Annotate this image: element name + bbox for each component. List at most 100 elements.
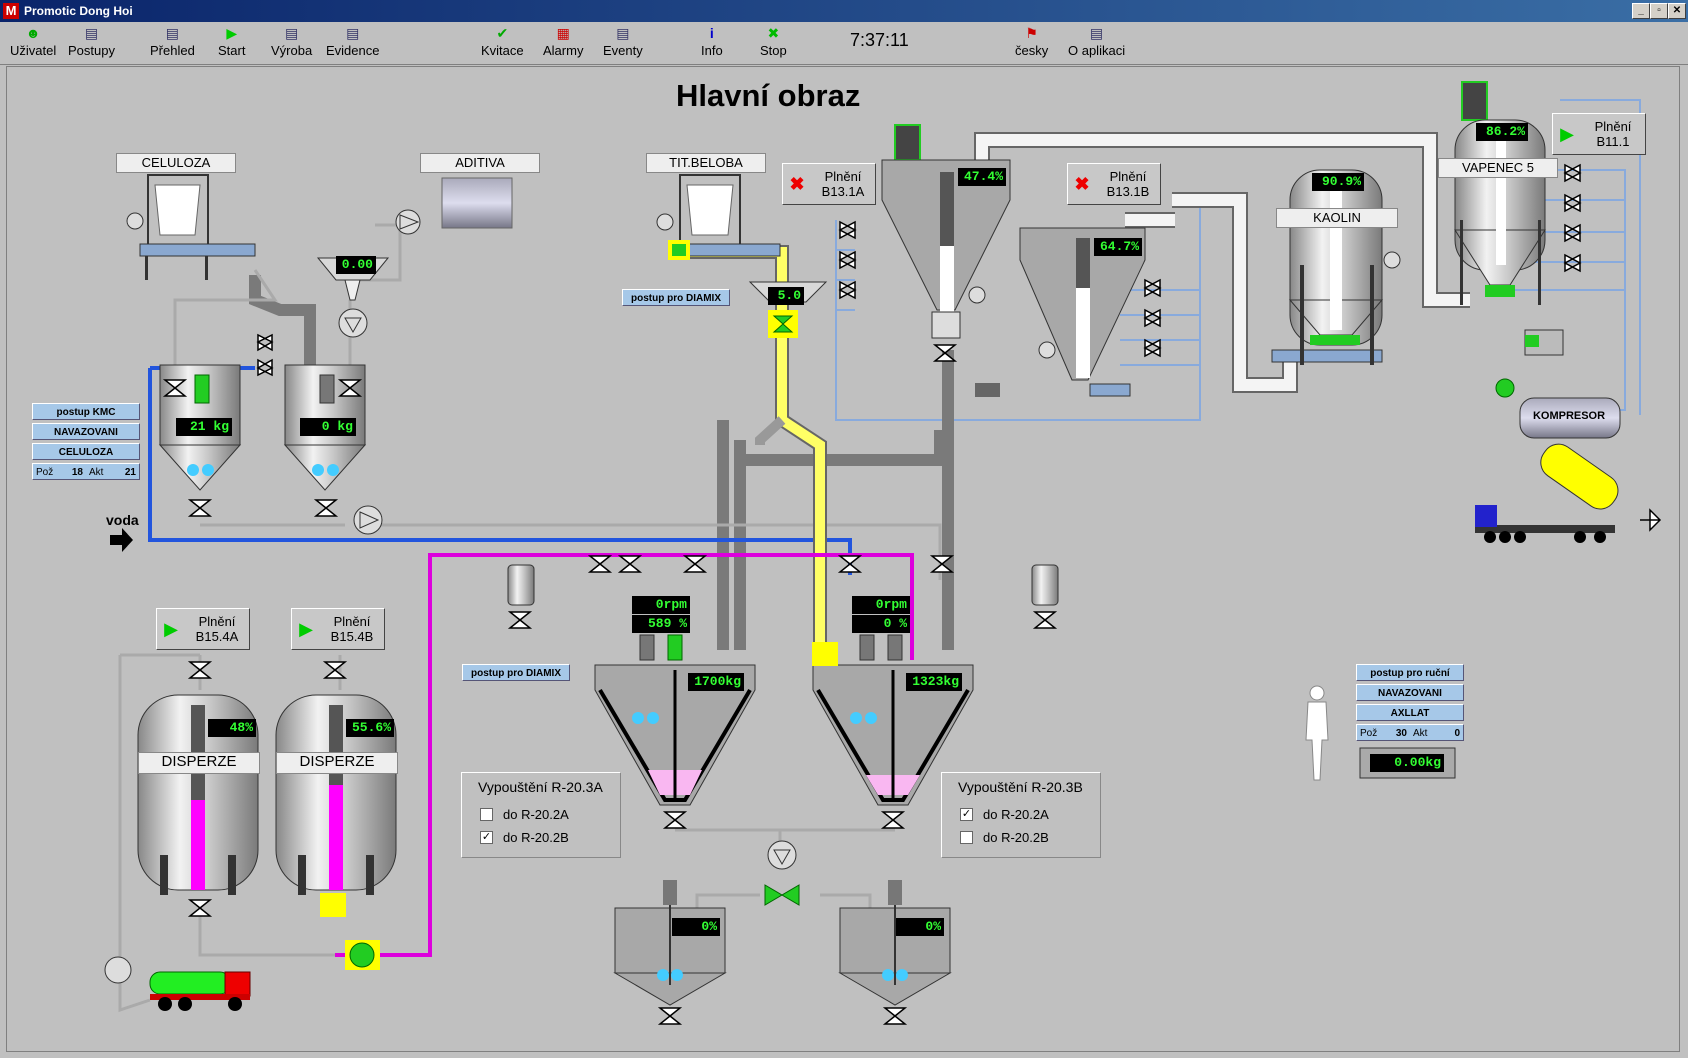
toolbar-user-button[interactable]: ☻Uživatel: [10, 25, 56, 58]
play-icon: ▶: [1560, 123, 1574, 144]
toolbar-label: Výroba: [271, 43, 313, 58]
button-line: Plnění: [1594, 119, 1632, 134]
toolbar-label: Evidence: [326, 43, 380, 58]
manual-scale-readout: 0.00kg: [1370, 754, 1444, 772]
toolbar-label: Info: [701, 43, 723, 58]
toolbar-alarms-button[interactable]: ▦Alarmy: [543, 25, 583, 58]
kaolin-label: KAOLIN: [1276, 208, 1398, 228]
vapenec-level: 86.2%: [1476, 123, 1528, 141]
manual-valves: [162, 163, 1662, 1025]
kmc-info-row: CELULOZA: [32, 443, 140, 460]
transfer-pump: [767, 840, 797, 870]
diamix-info-2[interactable]: postup pro DIAMIX: [462, 664, 570, 681]
aditiva-scale-readout: 0.00: [336, 256, 376, 274]
toolbar-overview-button[interactable]: ▤Přehled: [150, 25, 195, 58]
bottom-tank-2: [838, 880, 952, 1006]
button-line: B11.1: [1596, 134, 1630, 149]
start-icon: ▶: [226, 25, 238, 41]
toolbar-about-button[interactable]: ▤O aplikaci: [1068, 25, 1125, 58]
option-label: do R-20.2B: [503, 829, 569, 845]
disperze-b-level: 55.6%: [346, 719, 394, 737]
mixer-motor-right: [1031, 564, 1059, 606]
toolbar-label: Kvitace: [481, 43, 524, 58]
toolbar-acknowledge-button[interactable]: ✔Kvitace: [481, 25, 524, 58]
kaolin-silo: [1271, 169, 1401, 365]
celuloza-hopper: [126, 174, 256, 280]
toolbar-events-button[interactable]: ▤Eventy: [603, 25, 643, 58]
operator-figure: [1305, 685, 1329, 781]
rucni-info-row: NAVAZOVANI: [1356, 684, 1464, 701]
disperze-tank-a: [137, 694, 259, 895]
checkbox[interactable]: ✓: [960, 807, 973, 821]
tanker-pump: [104, 956, 132, 984]
diamix-info-1[interactable]: postup pro DIAMIX: [622, 289, 730, 306]
silo-b131a: [881, 124, 1011, 339]
bottom-tank-2-level: 0%: [896, 918, 944, 936]
button-line: B13.1A: [821, 184, 865, 199]
toolbar-production-button[interactable]: ▤Výroba: [271, 25, 312, 58]
disperze-a-label: DISPERZE: [138, 752, 260, 774]
silo-b131a-level: 47.4%: [958, 168, 1006, 186]
checkbox[interactable]: [960, 830, 973, 844]
kaolin-level: 90.9%: [1312, 173, 1364, 191]
restore-button[interactable]: ▫: [1650, 3, 1668, 19]
tit-beloba-label: TIT.BELOBA: [646, 153, 766, 173]
button-line: Plnění: [1109, 169, 1147, 184]
gray-pipes: [249, 275, 954, 650]
aditiva-container: [395, 177, 513, 235]
poz-value: 30: [1395, 728, 1407, 739]
kompresor-label: KOMPRESOR: [1532, 410, 1606, 422]
stop-cross-icon: ✖: [789, 173, 805, 194]
toolbar-language-button[interactable]: ⚑česky: [1015, 25, 1048, 58]
reactor-a-weight: 1700kg: [688, 673, 744, 691]
toolbar-label: Postupy: [68, 43, 115, 58]
tit-scale-readout: 5.0: [768, 287, 804, 305]
button-line: B15.4A: [195, 629, 239, 644]
toolbar-records-button[interactable]: ▤Evidence: [326, 25, 379, 58]
vypousteni-a-opt1[interactable]: do R-20.2A: [462, 803, 620, 822]
toolbar-label: Uživatel: [10, 43, 57, 58]
button-line: Plnění: [333, 614, 371, 629]
vypousteni-b-opt2[interactable]: do R-20.2B: [942, 826, 1100, 845]
water-inlet-arrow: [110, 528, 133, 552]
option-label: do R-20.2B: [983, 829, 1049, 845]
screen-title: Hlavní obraz: [676, 78, 861, 113]
toolbar-start-button[interactable]: ▶Start: [218, 25, 245, 58]
button-line: B13.1B: [1106, 184, 1150, 199]
vypousteni-b-panel: Vypouštění R-20.3B ✓do R-20.2A do R-20.2…: [941, 772, 1101, 858]
reactor-b-weight: 1323kg: [906, 673, 962, 691]
vypousteni-a-title: Vypouštění R-20.3A: [478, 779, 603, 795]
toolbar-recipes-button[interactable]: ▤Postupy: [68, 25, 115, 58]
vapenec-silo: [1454, 81, 1564, 356]
overview-icon: ▤: [165, 25, 180, 41]
vypousteni-a-opt2[interactable]: ✓ do R-20.2B: [462, 826, 620, 845]
option-label: do R-20.2A: [983, 806, 1049, 822]
checkbox[interactable]: ✓: [480, 830, 493, 844]
play-icon: ▶: [164, 618, 178, 639]
toolbar-stop-button[interactable]: ✖Stop: [760, 25, 787, 58]
minimize-button[interactable]: _: [1632, 3, 1650, 19]
toolbar-label: O aplikaci: [1068, 43, 1126, 58]
close-button[interactable]: ✕: [1668, 3, 1686, 19]
checkbox[interactable]: [480, 807, 493, 821]
info-icon: i: [709, 25, 714, 41]
vypousteni-b-opt1[interactable]: ✓ do R-20.2A: [942, 803, 1100, 822]
aditiva-label: ADITIVA: [420, 153, 540, 173]
reactor-a-percent: 589 %: [632, 615, 690, 633]
celuloza-label: CELULOZA: [116, 153, 236, 173]
title-bar: M Promotic Dong Hoi _ ▫ ✕: [0, 0, 1688, 22]
disperze-a-level: 48%: [208, 719, 256, 737]
toolbar-label: Eventy: [603, 43, 643, 58]
akt-value: 21: [124, 467, 136, 478]
white-pneumatic-line: [974, 132, 1470, 397]
button-line: Plnění: [198, 614, 236, 629]
